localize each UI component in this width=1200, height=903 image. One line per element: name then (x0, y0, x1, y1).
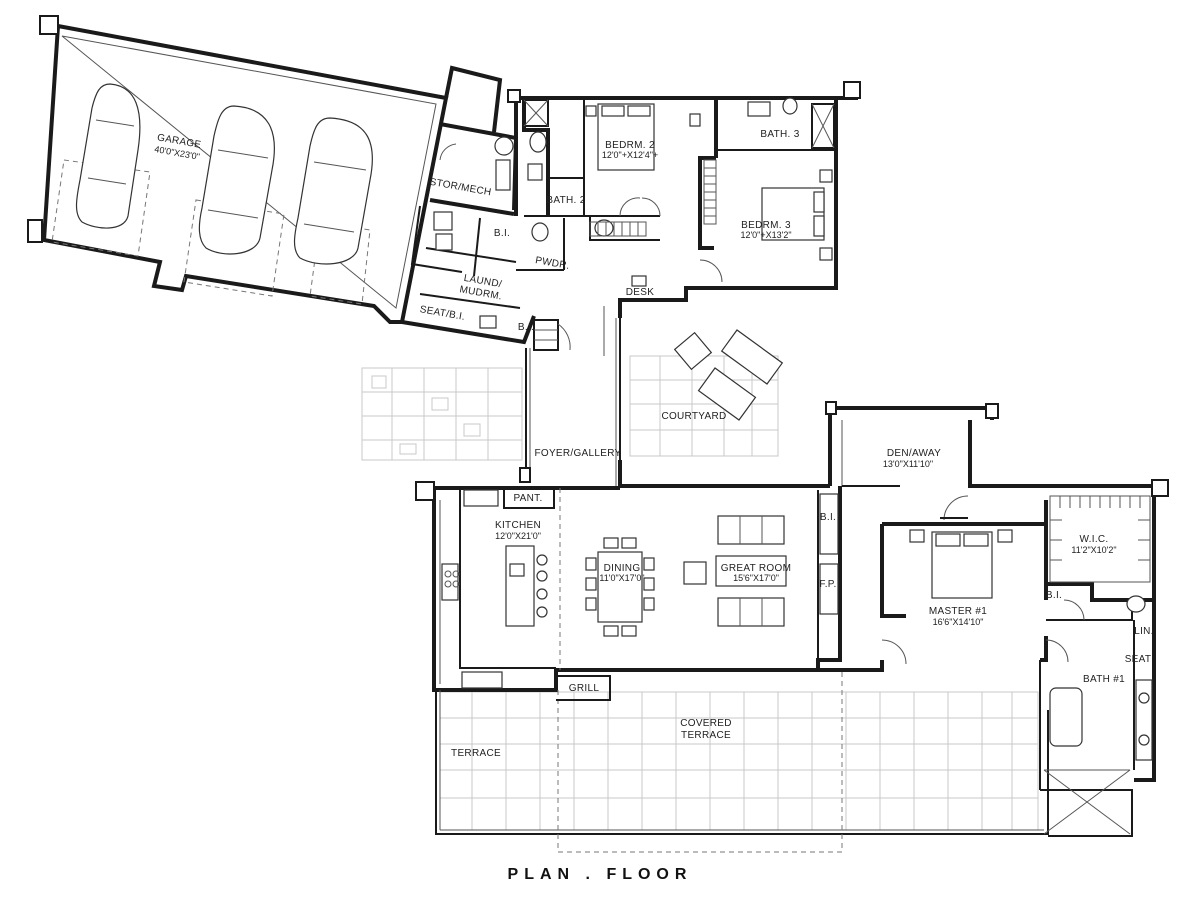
svg-text:TERRACE: TERRACE (681, 730, 731, 741)
living-wing (415, 481, 1049, 853)
car-1 (75, 83, 141, 229)
label-linen: LIN. (1134, 626, 1154, 637)
bedroom-wing (439, 81, 861, 318)
foyer-gallery (519, 275, 830, 488)
label-bath1: BATH #1 (1083, 674, 1125, 685)
dims-bedrm3: 12'0"+X13'2" (740, 230, 791, 240)
label-pantry: PANT. (513, 493, 542, 504)
plan-title: PLAN . FLOOR (507, 866, 693, 883)
master-wing (818, 479, 1169, 837)
label-master: MASTER #1 (929, 606, 987, 617)
label-bi-2: B.I. (518, 322, 534, 333)
label-grill: GRILL (569, 683, 600, 694)
label-seat-bi: SEAT/B.I. (419, 304, 466, 323)
dims-bedrm2: 12'0"+X12'4"+ (602, 150, 658, 160)
label-foyer-gallery: FOYER/GALLERY (534, 448, 621, 459)
label-wic: W.I.C. (1079, 534, 1108, 545)
label-bi-4: B.I. (1046, 590, 1062, 601)
label-garage: GARAGE 40'0"X23'0" (154, 132, 202, 162)
label-bedrm3: BEDRM. 3 (741, 220, 791, 231)
label-bedrm2: BEDRM. 2 (605, 140, 655, 151)
label-seat-2: SEAT (1125, 654, 1152, 665)
dims-great-room: 15'6"X17'0" (733, 573, 779, 583)
courtyard-furniture (673, 329, 784, 421)
label-terrace: TERRACE (451, 748, 501, 759)
label-laund-mudrm: LAUND/ MUDRM. (459, 273, 503, 303)
label-bi-1: B.I. (494, 228, 510, 239)
label-dining: DINING (604, 563, 641, 574)
label-den-away: DEN/AWAY (887, 448, 941, 459)
garage-wing (27, 15, 449, 324)
dims-dining: 11'0"X17'0" (599, 573, 644, 583)
dims-kitchen: 12'0"X21'0" (495, 531, 541, 541)
label-desk: DESK (626, 287, 654, 298)
paving-pattern (361, 355, 1039, 831)
label-bath3: BATH. 3 (760, 129, 799, 140)
car-3 (293, 117, 373, 265)
svg-text:COVERED: COVERED (680, 718, 732, 729)
label-great-room: GREAT ROOM (721, 563, 791, 574)
label-bath2: BATH. 2 (546, 195, 585, 206)
label-bi-3: B.I. (820, 512, 836, 523)
label-kitchen: KITCHEN (495, 520, 541, 531)
dims-wic: 11'2"X10'2" (1071, 545, 1116, 555)
label-courtyard: COURTYARD (661, 411, 726, 422)
dims-master: 16'6"X14'10" (933, 617, 984, 627)
dims-den-away: 13'0"X11'10" (883, 459, 933, 469)
den-wing (825, 401, 1154, 521)
car-2 (198, 105, 275, 255)
label-fireplace: F.P. (819, 579, 836, 590)
label-covered-terrace: COVERED TERRACE (680, 718, 732, 741)
label-stor-mech: STOR/MECH (429, 177, 492, 199)
